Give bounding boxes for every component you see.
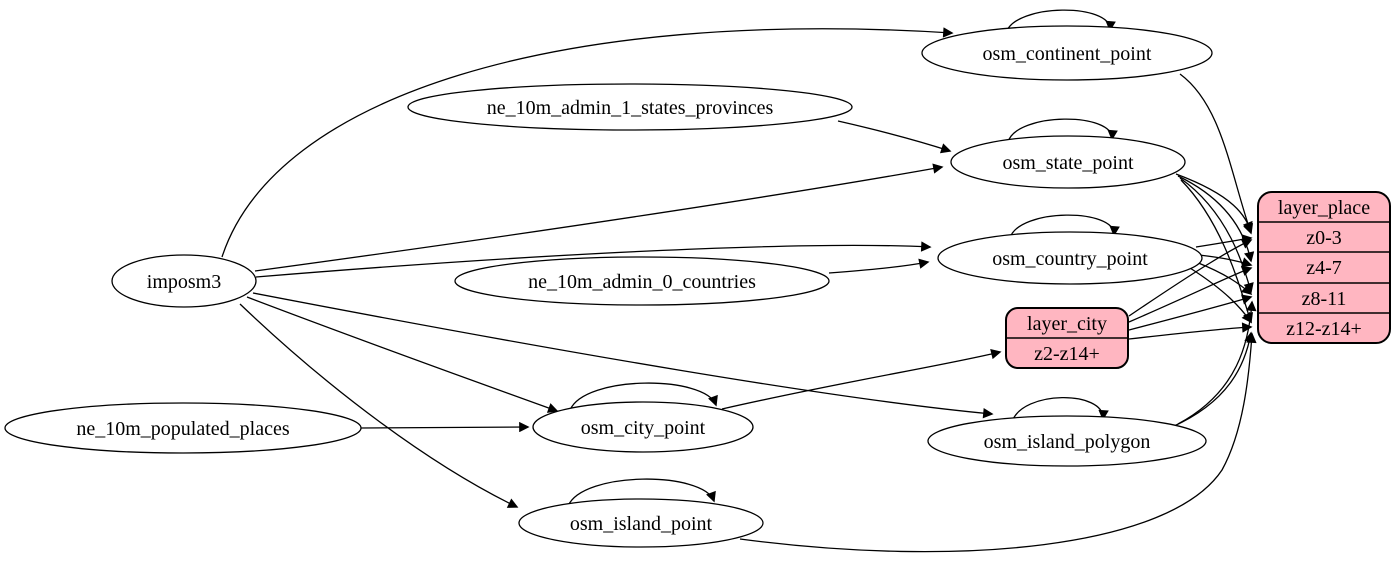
edge-osm-island-polygon-layer-place-z8-11 bbox=[1177, 300, 1257, 425]
node-ne-10m-populated-places-label: ne_10m_populated_places bbox=[76, 418, 289, 440]
edge-layer-city-layer-place-z0-3 bbox=[1128, 239, 1253, 317]
record-row-z8-11: z8-11 bbox=[1302, 288, 1347, 310]
node-osm-state-point-shape bbox=[950, 135, 1186, 189]
node-osm-island-polygon-shape bbox=[927, 415, 1207, 467]
edge-osm-state-point-layer-place-z8-11 bbox=[1179, 177, 1254, 294]
node-osm-country-point-shape bbox=[937, 231, 1203, 285]
node-ne-10m-admin-1-states-provinces-label: ne_10m_admin_1_states_provinces bbox=[487, 97, 774, 119]
node-osm-continent-point-label: osm_continent_point bbox=[983, 43, 1152, 65]
node-ne-10m-populated-places: ne_10m_populated_places bbox=[4, 402, 362, 454]
record-layer-place: layer_place z0-3 z4-7 z8-11 z12-z14+ bbox=[1257, 191, 1391, 344]
edge-osm-country-point-layer-place-z4-7 bbox=[1198, 254, 1253, 268]
edge-layer-city-layer-place-z12-z14 bbox=[1128, 322, 1253, 340]
record-row-z2-z14: z2-z14+ bbox=[1034, 343, 1100, 365]
node-osm-island-point: osm_island_point bbox=[518, 498, 764, 548]
self-loop-osm-city-point bbox=[569, 382, 718, 411]
node-ne-10m-admin-0-countries: ne_10m_admin_0_countries bbox=[454, 256, 830, 306]
node-osm-city-point-label: osm_city_point bbox=[581, 417, 706, 439]
node-ne-10m-admin-1-states-provinces: ne_10m_admin_1_states_provinces bbox=[407, 83, 853, 131]
self-loop-osm-island-polygon bbox=[1011, 397, 1109, 423]
record-layer-city: layer_city z2-z14+ bbox=[1005, 307, 1129, 369]
node-osm-island-polygon: osm_island_polygon bbox=[927, 415, 1207, 467]
edge-ne-10m-admin-1-states-provinces-osm-state-point bbox=[837, 120, 952, 154]
record-row-z0-3: z0-3 bbox=[1306, 227, 1342, 249]
self-loop-osm-island-point bbox=[567, 478, 716, 507]
edge-osm-country-point-layer-place-z12-z14 bbox=[1189, 267, 1252, 324]
node-ne-10m-admin-0-countries-shape bbox=[454, 256, 830, 306]
node-osm-continent-point-shape bbox=[921, 25, 1213, 81]
edge-ne-10m-populated-places-osm-city-point bbox=[360, 421, 530, 433]
node-imposm3-shape bbox=[111, 254, 257, 308]
node-osm-island-point-label: osm_island_point bbox=[570, 513, 713, 535]
node-osm-country-point: osm_country_point bbox=[937, 231, 1203, 285]
node-osm-state-point-label: osm_state_point bbox=[1002, 152, 1134, 174]
edge-osm-continent-point-layer-place-z0-3 bbox=[1179, 73, 1254, 235]
edge-osm-state-point-layer-place-z0-3 bbox=[1175, 173, 1253, 233]
node-osm-country-point-label: osm_country_point bbox=[992, 248, 1148, 270]
edge-layer-city-layer-place-z4-7 bbox=[1128, 266, 1253, 323]
record-layer-place-box bbox=[1257, 191, 1391, 344]
edge-osm-country-point-layer-place-z8-11 bbox=[1195, 261, 1253, 296]
node-ne-10m-populated-places-shape bbox=[4, 402, 362, 454]
edge-imposm3-osm-city-point bbox=[246, 296, 559, 413]
edge-imposm3-osm-country-point bbox=[255, 241, 932, 278]
node-osm-island-point-shape bbox=[518, 498, 764, 548]
node-ne-10m-admin-0-countries-label: ne_10m_admin_0_countries bbox=[528, 271, 756, 293]
record-row-z4-7: z4-7 bbox=[1306, 257, 1342, 279]
edge-ne-10m-admin-0-countries-osm-country-point bbox=[828, 258, 930, 274]
node-osm-state-point: osm_state_point bbox=[950, 135, 1186, 189]
node-imposm3: imposm3 bbox=[111, 254, 257, 308]
self-loop-osm-state-point bbox=[1007, 118, 1118, 143]
node-imposm3-label: imposm3 bbox=[147, 271, 221, 293]
self-loop-osm-continent-point bbox=[1005, 9, 1116, 34]
edges-layer bbox=[221, 9, 1257, 553]
edge-imposm3-osm-island-polygon bbox=[252, 292, 994, 419]
node-ne-10m-admin-1-states-provinces-shape bbox=[407, 83, 853, 131]
edge-imposm3-osm-state-point bbox=[254, 163, 944, 272]
edge-osm-country-point-layer-place-z0-3 bbox=[1195, 234, 1253, 248]
record-row-z12-z14: z12-z14+ bbox=[1286, 318, 1362, 340]
node-osm-city-point-shape bbox=[532, 401, 754, 453]
record-layer-place-title: layer_place bbox=[1278, 197, 1370, 219]
edge-layer-city-layer-place-z8-11 bbox=[1128, 294, 1253, 331]
self-loop-osm-country-point bbox=[1009, 214, 1120, 239]
edge-imposm3-osm-island-point bbox=[239, 303, 519, 508]
node-osm-city-point: osm_city_point bbox=[532, 401, 754, 453]
edge-osm-island-point-layer-place-z12-z14 bbox=[739, 332, 1257, 553]
node-osm-island-polygon-label: osm_island_polygon bbox=[984, 431, 1151, 453]
record-layer-city-title: layer_city bbox=[1027, 313, 1107, 335]
edge-osm-city-point-layer-city-z2-z14 bbox=[721, 349, 1002, 410]
edge-imposm3-osm-continent-point bbox=[221, 27, 954, 258]
node-osm-continent-point: osm_continent_point bbox=[921, 25, 1213, 81]
edge-osm-state-point-layer-place-z4-7 bbox=[1177, 175, 1255, 263]
edge-osm-island-polygon-layer-place-z12-z14 bbox=[1171, 331, 1255, 428]
